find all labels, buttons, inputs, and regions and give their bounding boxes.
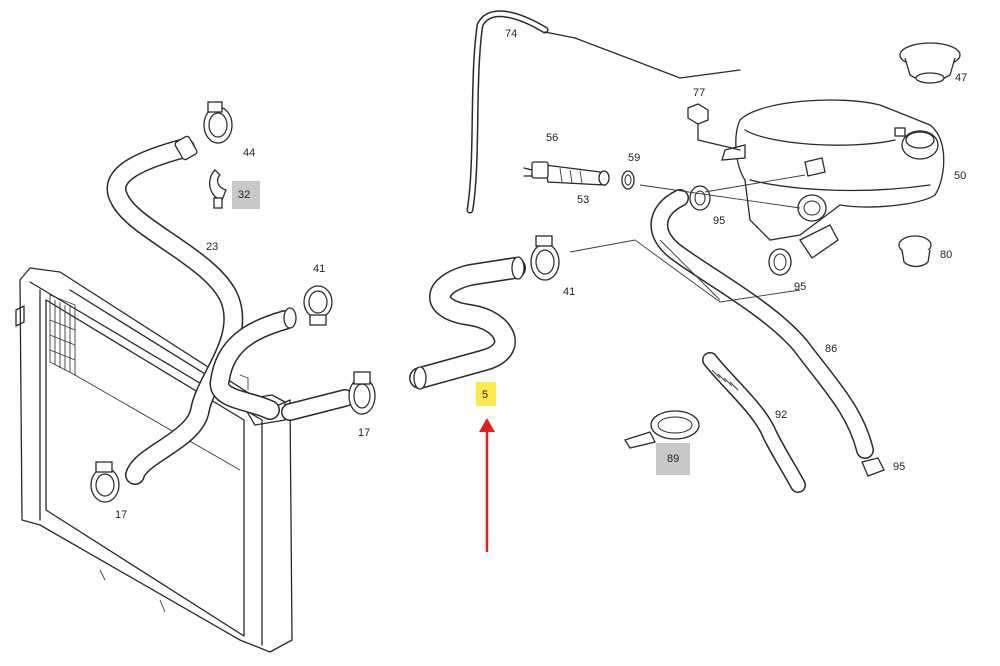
label-56: 56	[546, 132, 558, 144]
hose-radiator-upper	[209, 307, 297, 420]
label-95-upper: 95	[713, 215, 725, 227]
radiator	[15, 267, 293, 653]
hose-74	[466, 10, 741, 214]
label-74: 74	[505, 28, 517, 40]
label-50: 50	[954, 170, 966, 182]
label-77: 77	[693, 87, 705, 99]
label-41-right: 41	[563, 286, 575, 298]
clamp-95-mid	[768, 248, 792, 276]
hose-23	[106, 135, 244, 485]
cable-tie-89	[624, 410, 700, 449]
label-17-upper: 17	[358, 427, 370, 439]
hose-5	[409, 256, 526, 390]
radiator-outlet-pipe	[281, 389, 354, 421]
label-59: 59	[628, 152, 640, 164]
clamp-41-right	[530, 235, 560, 281]
label-80: 80	[940, 249, 952, 261]
label-53: 53	[577, 194, 589, 206]
leader-lines	[569, 174, 806, 303]
clamp-32	[209, 169, 227, 209]
label-23: 23	[206, 241, 218, 253]
label-89: 89	[667, 453, 679, 465]
label-5-highlight	[476, 382, 496, 406]
temperature-sensor	[523, 161, 610, 186]
nut-77	[687, 103, 741, 151]
label-44: 44	[243, 147, 255, 159]
label-89-highlight	[656, 443, 690, 475]
clamp-17-upper	[348, 371, 376, 415]
hose-86	[650, 189, 874, 459]
hose-92	[702, 352, 806, 493]
red-arrow-indicator	[479, 418, 495, 552]
clamp-95-tank	[797, 194, 827, 222]
label-47: 47	[955, 72, 967, 84]
expansion-tank	[721, 99, 945, 259]
label-41-left: 41	[313, 263, 325, 275]
grommet-80	[898, 235, 932, 268]
clamp-41-left	[303, 285, 333, 326]
label-17-lower: 17	[115, 509, 127, 521]
washer-59	[621, 170, 635, 190]
clamp-95-upper	[689, 185, 711, 211]
label-32: 32	[238, 189, 250, 201]
label-32-highlight	[232, 181, 260, 209]
radiator-cap-47	[899, 42, 961, 84]
clamp-17-lower	[90, 461, 120, 503]
label-92: 92	[775, 409, 787, 421]
label-86: 86	[825, 343, 837, 355]
label-95-lower: 95	[893, 461, 905, 473]
label-5: 5	[482, 389, 488, 401]
clamp-44	[203, 101, 233, 144]
label-95-mid: 95	[794, 281, 806, 293]
clamp-95-lower	[861, 457, 885, 477]
